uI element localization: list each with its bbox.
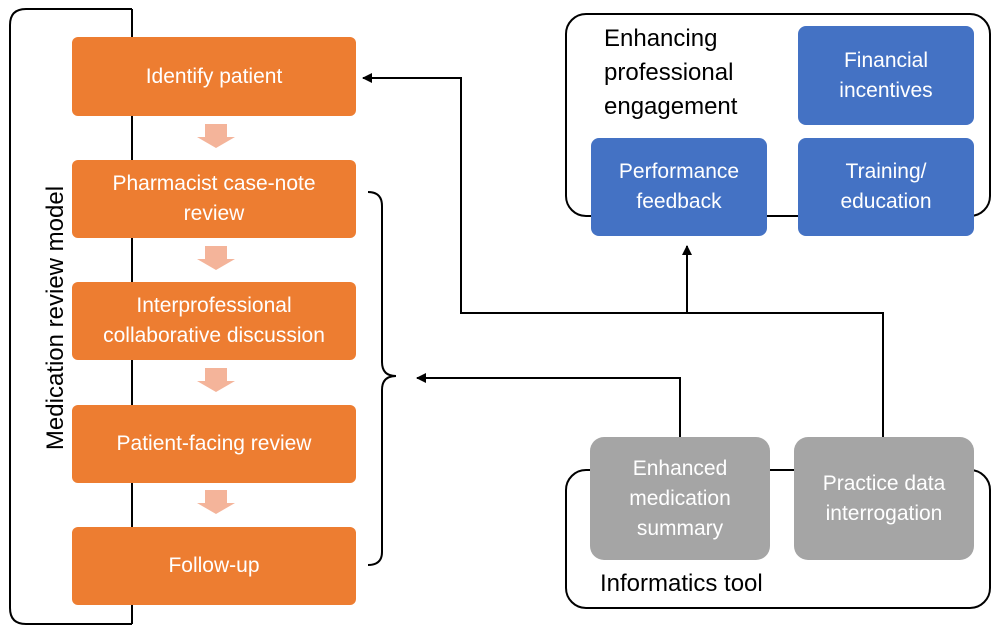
step-follow-up: Follow-up [72, 527, 356, 605]
step-arrow [197, 490, 235, 514]
performance-feedback-box: Performance feedback [591, 138, 767, 236]
step-patient-facing-review: Patient-facing review [72, 405, 356, 483]
financial-incentives-box: Financial incentives [798, 26, 974, 125]
step-arrow [197, 124, 235, 148]
informatics-title: Informatics tool [600, 570, 763, 597]
connector-summary-to-model [416, 373, 681, 437]
practice-data-interrogation-box: Practice data interrogation [794, 437, 974, 560]
connector-informatics-to-identify [362, 73, 884, 437]
step-collaborative-discussion: Interprofessional collaborative discussi… [72, 282, 356, 360]
engagement-container [565, 13, 991, 217]
engagement-title: Enhancing professional engagement [604, 25, 738, 120]
step-case-note-review: Pharmacist case-note review [72, 160, 356, 238]
step-arrow [197, 368, 235, 392]
step-identify-patient: Identify patient [72, 37, 356, 116]
training-education-box: Training/ education [798, 138, 974, 236]
enhanced-medication-summary-box: Enhanced medication summary [590, 437, 770, 560]
model-container-outline [9, 8, 132, 625]
step-arrow [197, 246, 235, 270]
informatics-container [565, 469, 991, 609]
curly-brace [367, 191, 397, 566]
